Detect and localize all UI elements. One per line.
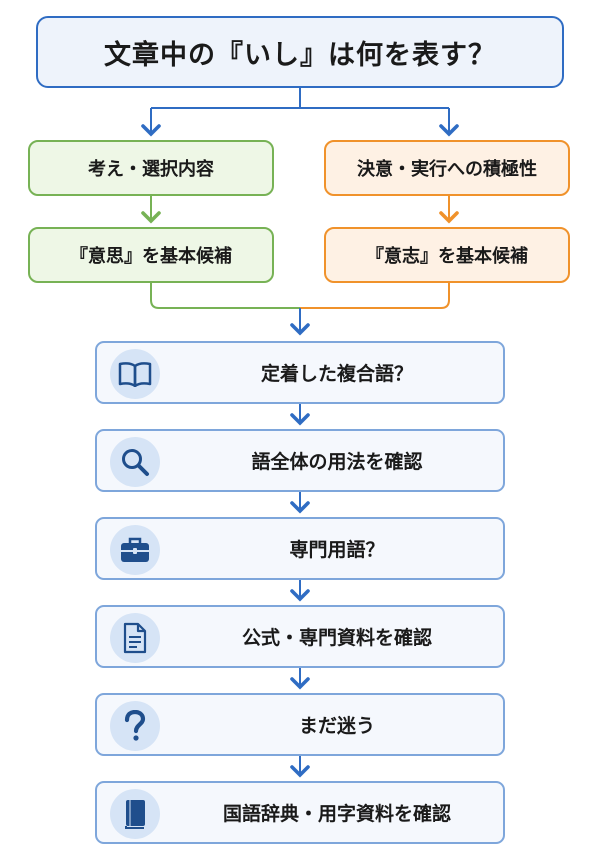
step-box-6: 国語辞典・用字資料を確認 xyxy=(95,781,505,844)
step-label-4: 公式・専門資料を確認 xyxy=(241,627,432,649)
left-question-text: 考え・選択内容 xyxy=(88,159,214,180)
left-branch-question: 考え・選択内容 xyxy=(28,140,274,196)
book-icon xyxy=(110,349,160,399)
left-result-text: 『意思』を基本候補 xyxy=(70,246,232,267)
step-label-5: まだ迷う xyxy=(298,715,375,737)
split-connector xyxy=(151,88,449,109)
step-label-3: 専門用語？ xyxy=(289,539,385,561)
dictionary-icon xyxy=(110,789,160,839)
merge-connector-left xyxy=(150,283,300,309)
merge-connector-right xyxy=(300,283,450,309)
magnifier-icon xyxy=(110,437,160,487)
document-icon xyxy=(110,613,160,663)
step-label-6: 国語辞典・用字資料を確認 xyxy=(222,803,451,825)
right-branch-result: 『意志』を基本候補 xyxy=(324,227,570,283)
right-question-text: 決意・実行への積極性 xyxy=(357,159,537,180)
step-box-4: 公式・専門資料を確認 xyxy=(95,605,505,668)
step-box-1: 定着した複合語？ xyxy=(95,341,505,404)
left-branch-result: 『意思』を基本候補 xyxy=(28,227,274,283)
step-label-2: 語全体の用法を確認 xyxy=(251,451,423,473)
step-label-1: 定着した複合語？ xyxy=(260,363,413,385)
question-mark-icon xyxy=(110,701,160,751)
step-box-5: まだ迷う xyxy=(95,693,505,756)
briefcase-icon xyxy=(110,525,160,575)
step-box-2: 語全体の用法を確認 xyxy=(95,429,505,492)
title-text: 文章中の『いし』は何を表す？ xyxy=(104,39,496,71)
right-branch-question: 決意・実行への積極性 xyxy=(324,140,570,196)
right-result-text: 『意志』を基本候補 xyxy=(366,246,528,267)
step-box-3: 専門用語？ xyxy=(95,517,505,580)
title-box: 文章中の『いし』は何を表す？ xyxy=(36,16,564,88)
